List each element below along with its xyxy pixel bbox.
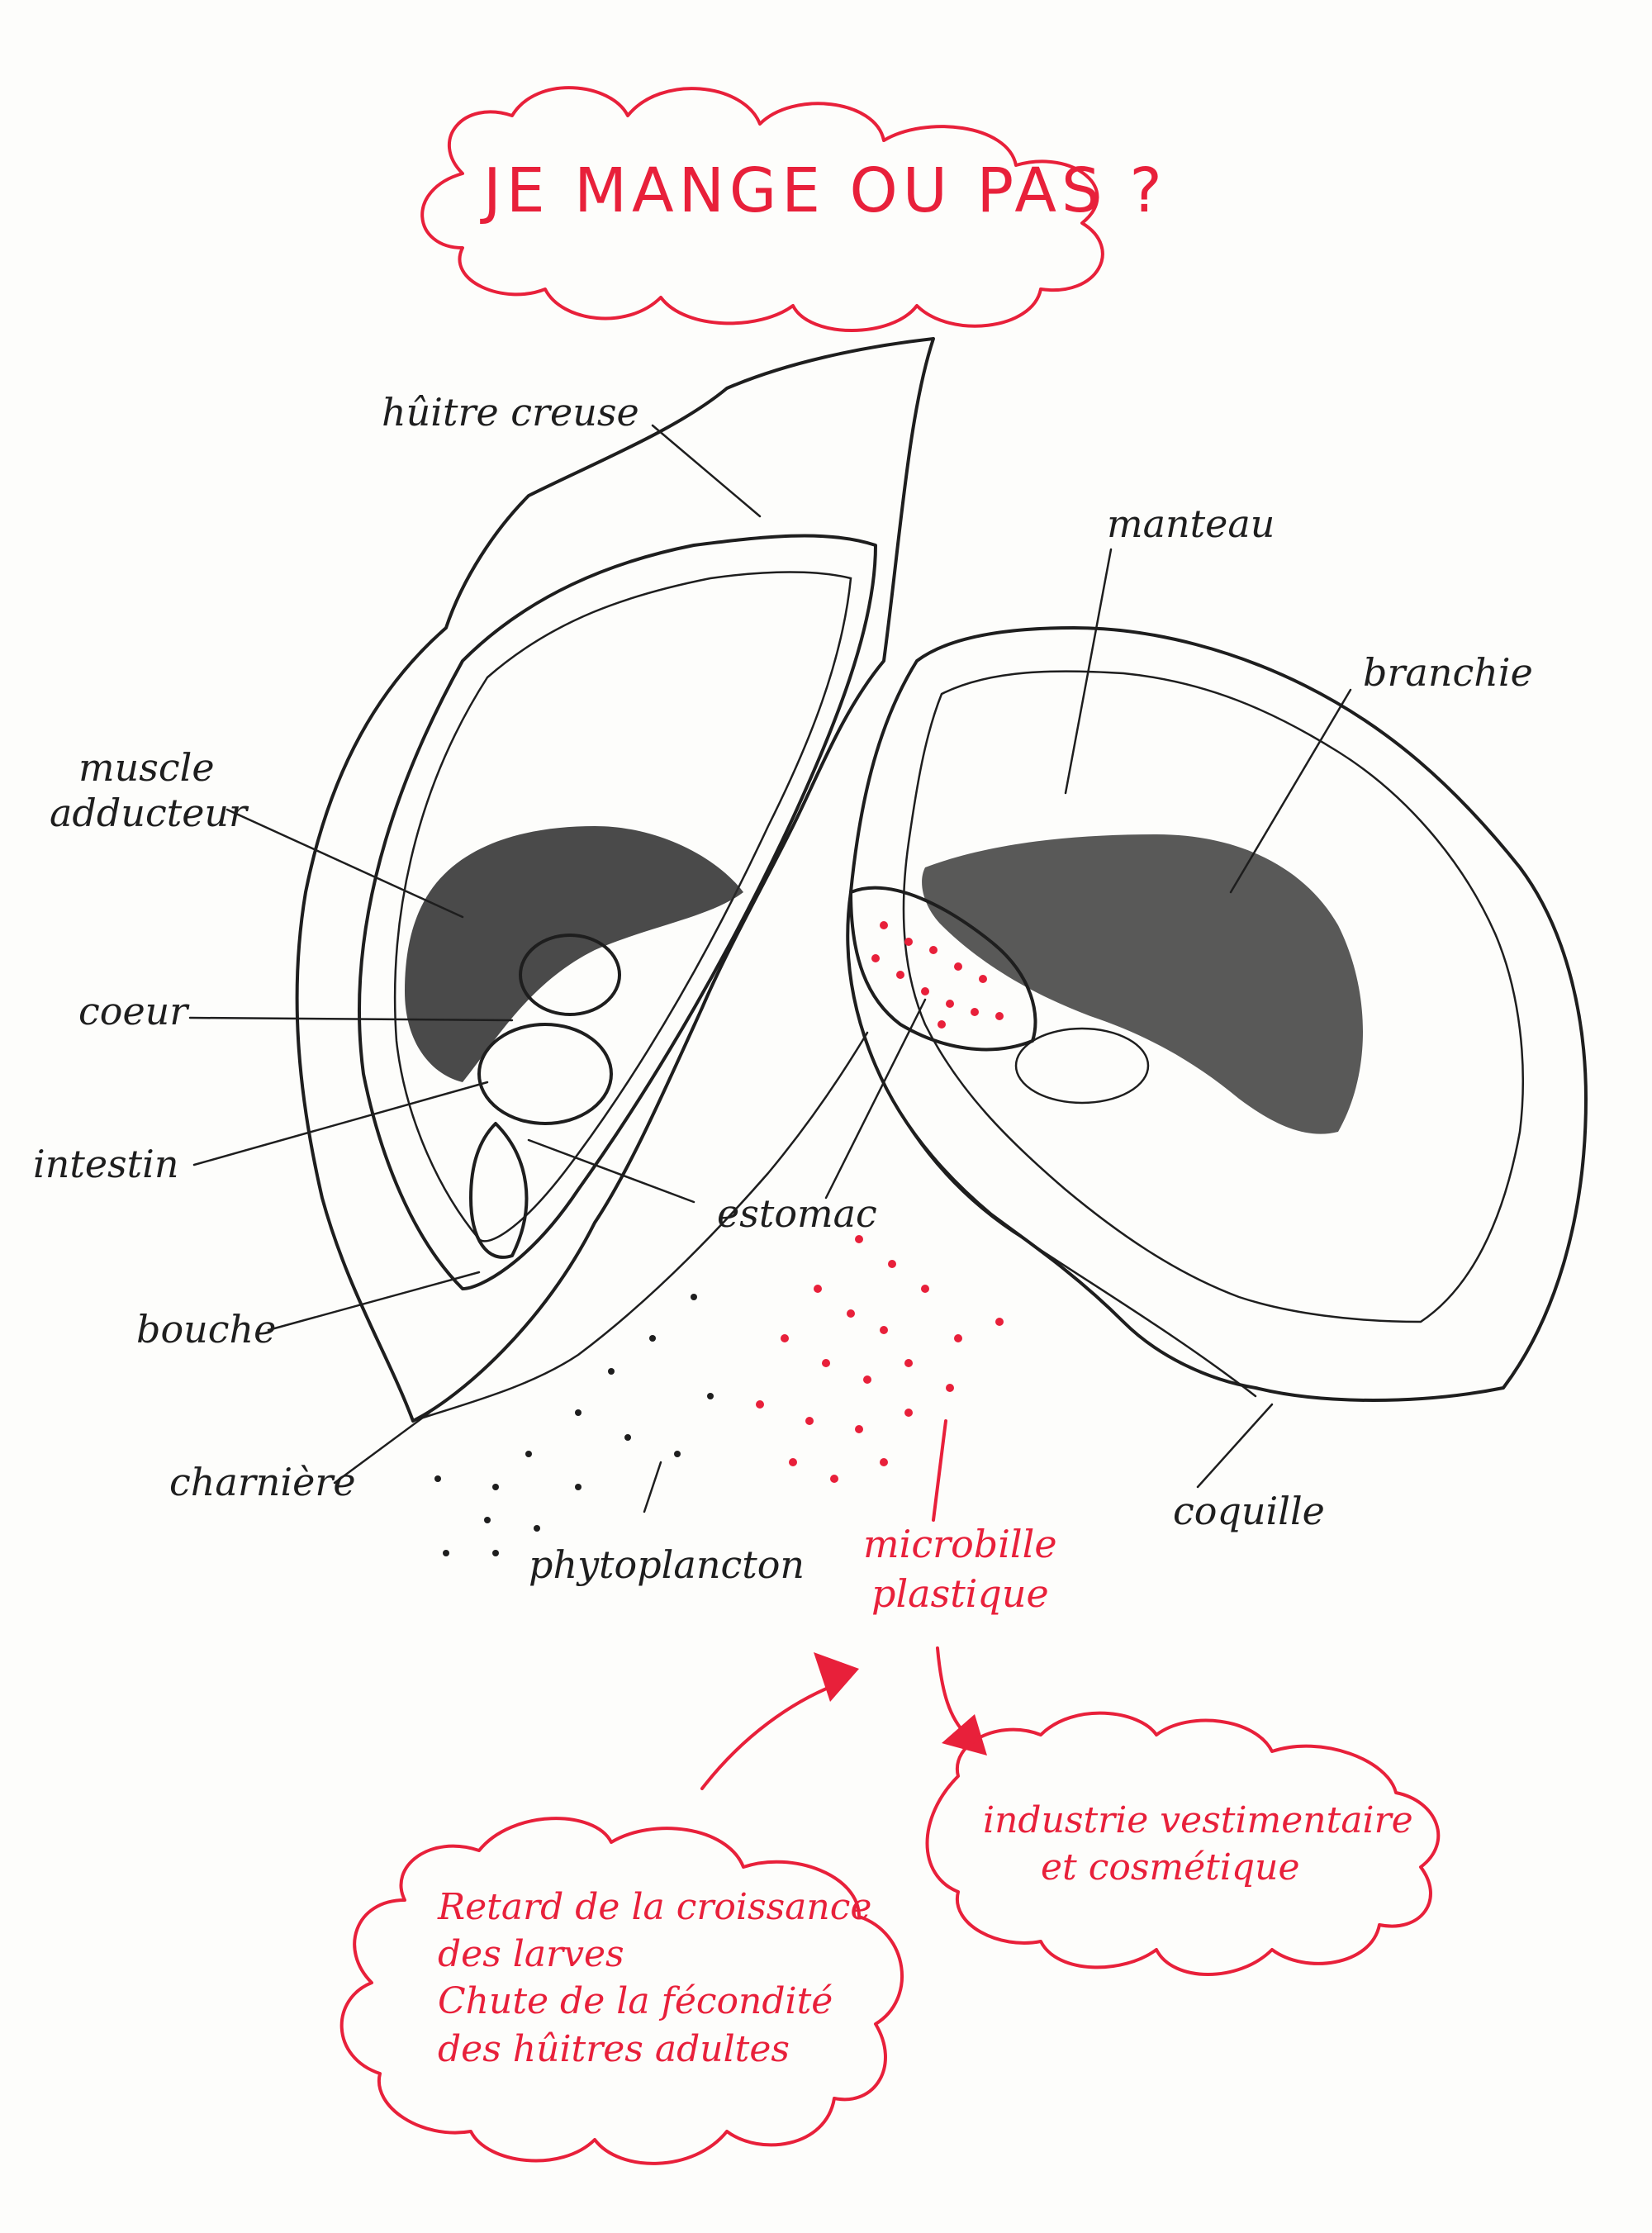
arrow-up-head xyxy=(814,1652,859,1702)
intestine-shape xyxy=(477,1023,613,1125)
microbille-leader xyxy=(932,1419,947,1522)
microbeads-floating xyxy=(756,1235,1004,1483)
label-estomac: estomac xyxy=(717,1191,877,1236)
label-adducteur: adducteur xyxy=(50,791,248,835)
note-effets-line-3: Chute de la fécondité xyxy=(438,1980,833,2023)
label-coquille: coquille xyxy=(1173,1489,1325,1533)
right-shell-inner xyxy=(902,670,1524,1323)
note-industrie: industrie vestimentaire et cosmétique xyxy=(983,1797,1413,1891)
note-industrie-line-1: industrie vestimentaire xyxy=(983,1799,1413,1841)
left-gill-mass xyxy=(405,826,743,1082)
left-shell-inner xyxy=(358,534,877,1290)
arrow-down xyxy=(936,1646,968,1737)
label-huitre-creuse: hûitre creuse xyxy=(382,390,639,435)
label-charniere: charnière xyxy=(169,1460,356,1504)
label-bouche: bouche xyxy=(136,1307,277,1352)
label-branchie: branchie xyxy=(1363,650,1533,695)
label-intestin: intestin xyxy=(33,1142,179,1186)
note-effets: Retard de la croissance des larves Chute… xyxy=(438,1884,871,2073)
industrie-cloud xyxy=(925,1711,1441,1976)
microbeads-inside xyxy=(871,921,1004,1029)
leader-lines xyxy=(188,424,1352,1513)
phytoplankton-dots xyxy=(434,1294,714,1556)
page-title: JE MANGE OU PAS ? xyxy=(483,155,1167,226)
note-effets-line-1: Retard de la croissance xyxy=(438,1886,872,1928)
label-coeur: coeur xyxy=(78,989,188,1033)
effets-cloud xyxy=(339,1817,904,2165)
note-effets-line-4: des hûitres adultes xyxy=(438,2027,790,2070)
stomach-shape xyxy=(469,1122,529,1259)
label-muscle: muscle xyxy=(78,745,215,790)
note-industrie-line-2: et cosmétique xyxy=(1041,1846,1300,1889)
arrow-up xyxy=(700,1684,836,1790)
label-phytoplancton: phytoplancton xyxy=(529,1542,805,1587)
coquille-lower xyxy=(874,1064,1257,1398)
right-gill-mass xyxy=(922,834,1363,1134)
label-plastique: plastique xyxy=(871,1571,1049,1616)
hinge-lines xyxy=(411,1031,869,1423)
left-shell-outline xyxy=(295,337,935,1423)
right-egg-mass xyxy=(1014,1027,1150,1105)
title-cloud xyxy=(420,86,1104,332)
right-shell-outline xyxy=(846,626,1588,1402)
arrow-down-head xyxy=(942,1714,987,1756)
heart-shape xyxy=(519,934,621,1016)
left-mantle-edge xyxy=(393,571,852,1242)
note-effets-line-2: des larves xyxy=(438,1933,624,1976)
label-microbille: microbille xyxy=(863,1522,1057,1566)
label-manteau: manteau xyxy=(1107,501,1275,546)
